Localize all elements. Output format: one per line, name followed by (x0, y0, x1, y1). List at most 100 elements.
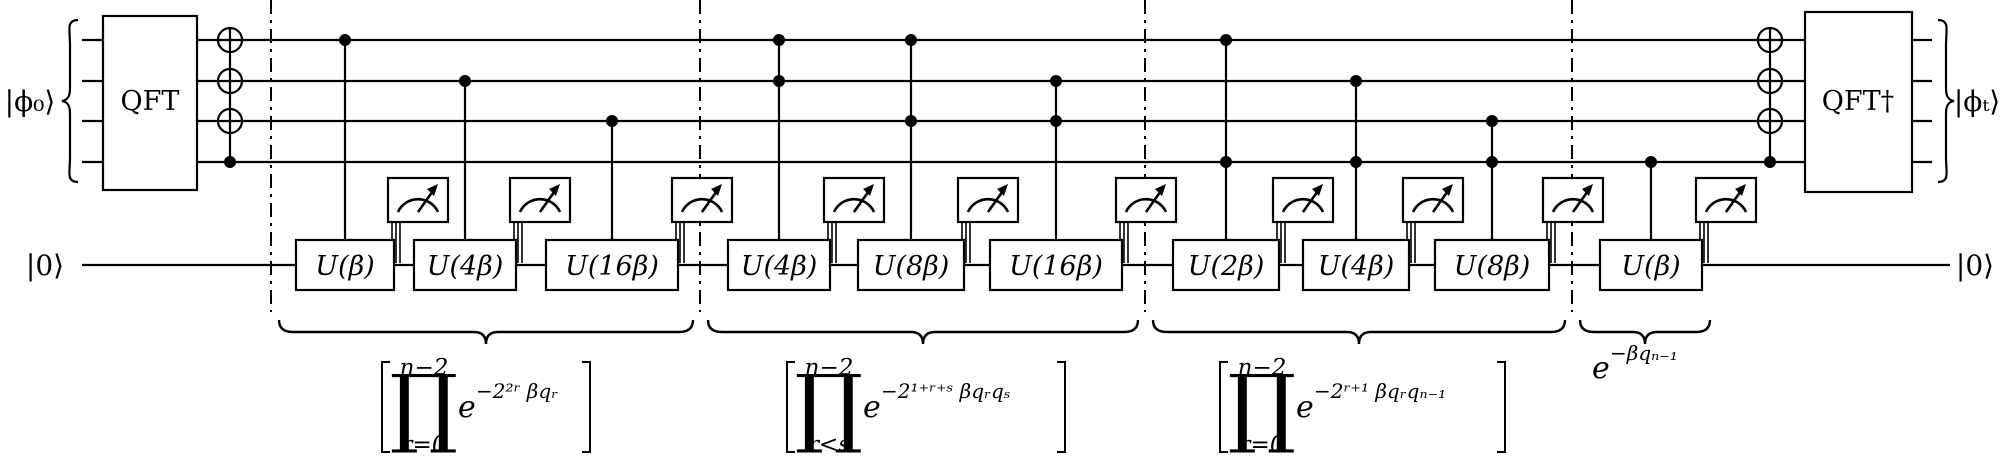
formula-1-right-bracket (1057, 361, 1066, 453)
formula-1-upper: n−2 (805, 355, 854, 381)
block-separators (270, 0, 1573, 312)
meter-b2-g2-arrow (1582, 184, 1593, 196)
control-dot-b2-g2-q2 (1486, 115, 1498, 127)
formula-2-base: e (1296, 390, 1314, 425)
control-dot-b2-g1-q1 (1350, 75, 1362, 87)
meter-b2-g0-arc (1281, 197, 1325, 213)
gate-label-b1-g2: U(16β) (1009, 251, 1103, 282)
gate-label-b2-g2: U(8β) (1454, 251, 1531, 282)
gate-label-b0-g2: U(16β) (565, 251, 659, 282)
meter-b0-g1-arc (518, 197, 562, 213)
formula-2-left-bracket (1219, 361, 1228, 453)
gates-layer: QFT QFT† U(β) U(4β) U(16β) U(4β) U(8β) U(16β) U(… (101, 10, 1914, 292)
control-dot-b1-g0-q0 (773, 34, 785, 46)
gate-box-b1-g0 (726, 238, 832, 292)
control-dot-b2-g2-q3 (1486, 156, 1498, 168)
qft-label: QFT (121, 86, 180, 117)
cnot-left-control (224, 156, 236, 168)
underbrace-block-3 (1578, 319, 1712, 345)
formula-0-upper: n−2 (400, 355, 449, 381)
gate-box-b0-g2 (544, 238, 680, 292)
output-state-label: |ϕₜ⟩ (1954, 85, 2000, 118)
formula-1-left-bracket (786, 361, 795, 453)
qft-box (101, 14, 199, 192)
meter-b2-g1-arc (1411, 197, 1455, 213)
control-dot-b1-g0-q1 (773, 75, 785, 87)
gate-box-b2-g1 (1301, 238, 1411, 292)
meter-b0-g2-arrow (711, 184, 722, 196)
underbrace-block-2 (1151, 319, 1567, 345)
formula-1-lower: r<s (808, 432, 850, 457)
formula-3-base: e (1592, 351, 1610, 386)
meter-b1-g1-arrow (997, 184, 1008, 196)
control-dot-b1-g2-q2 (1050, 115, 1062, 127)
gate-label-b2-g1: U(4β) (1318, 251, 1395, 282)
gate-box-b2-g0 (1171, 238, 1281, 292)
formula-2-lower: r=0 (1240, 432, 1285, 457)
meter-b3-g0-arrow (1735, 184, 1746, 196)
meter-b1-g2-arrow (1155, 184, 1166, 196)
formula-0-left-bracket (381, 361, 390, 453)
underbraces (277, 319, 1712, 345)
formula-3-exponent: −βqₙ₋₁ (1610, 341, 1678, 365)
input-register-brace (61, 18, 79, 184)
meter-b1-g0-box (822, 176, 886, 224)
control-dot-b1-g1-q0 (905, 34, 917, 46)
gate-box-b1-g1 (856, 238, 966, 292)
control-dot-b2-g0-q3 (1220, 156, 1232, 168)
gate-box-b3-g0 (1598, 238, 1704, 292)
cnot-right-control (1764, 156, 1776, 168)
gate-box-b0-g0 (294, 238, 396, 292)
formula-1-exponent: −2¹⁺ʳ⁺ˢ βqᵣqₛ (881, 379, 1011, 403)
gate-label-b1-g1: U(8β) (873, 251, 950, 282)
gate-box-b2-g2 (1433, 238, 1551, 292)
gate-box-b1-g2 (988, 238, 1124, 292)
gate-box-b0-g1 (412, 238, 518, 292)
meter-b1-g2-arc (1124, 197, 1168, 213)
gate-label-b3-g0: U(β) (1621, 251, 1680, 282)
qft-inverse-box (1803, 10, 1914, 194)
meter-b1-g0-arc (832, 197, 876, 213)
meter-b1-g0-arrow (863, 184, 874, 196)
ancilla-in-label: |0⟩ (26, 249, 64, 282)
formula-1-product-sign: ∏ (795, 357, 863, 457)
control-dot-b0-g2-q2 (606, 115, 618, 127)
control-dot-b2-g1-q3 (1350, 156, 1362, 168)
ancilla-out-label: |0⟩ (1956, 249, 1994, 282)
formula-2-product-sign: ∏ (1228, 357, 1296, 457)
qft-inverse-label: QFT† (1822, 86, 1894, 117)
control-dot-b3-g0-q3 (1645, 156, 1657, 168)
formula-0-exponent: −2²ʳ βqᵣ (476, 379, 558, 403)
formula-0-product-sign: ∏ (390, 357, 458, 457)
formula-2-exponent: −2ʳ⁺¹ βqᵣqₙ₋₁ (1314, 379, 1446, 403)
meter-b0-g2-arc (680, 197, 724, 213)
gate-label-b2-g0: U(2β) (1188, 251, 1265, 282)
formula-1-base: e (863, 390, 881, 425)
formula-2-upper: n−2 (1238, 355, 1287, 381)
meter-b0-g0-arrow (427, 184, 438, 196)
control-dot-b0-g0-q0 (339, 34, 351, 46)
meter-b2-g1-arrow (1442, 184, 1453, 196)
meter-b2-g0-arrow (1312, 184, 1323, 196)
control-dot-b0-g1-q1 (459, 75, 471, 87)
underbrace-block-1 (706, 319, 1140, 345)
formula-2-right-bracket (1497, 361, 1506, 453)
state-labels: |ϕ₀⟩|ϕₜ⟩|0⟩|0⟩ (5, 85, 2001, 282)
gate-label-b0-g1: U(4β) (427, 251, 504, 282)
control-dot-b1-g2-q1 (1050, 75, 1062, 87)
output-register-brace (1937, 18, 1955, 184)
formula-0-base: e (458, 390, 476, 425)
control-lines (228, 28, 1772, 263)
meter-b1-g1-arc (966, 197, 1010, 213)
underbrace-block-0 (277, 319, 695, 345)
formula-0-lower: r=0 (402, 432, 447, 457)
gate-label-b1-g0: U(4β) (741, 251, 818, 282)
meter-b3-g0-arc (1704, 197, 1748, 213)
control-dot-b2-g0-q0 (1220, 34, 1232, 46)
gate-label-b0-g0: U(β) (315, 251, 374, 282)
meter-b2-g2-arc (1551, 197, 1595, 213)
control-dot-b1-g1-q2 (905, 115, 917, 127)
